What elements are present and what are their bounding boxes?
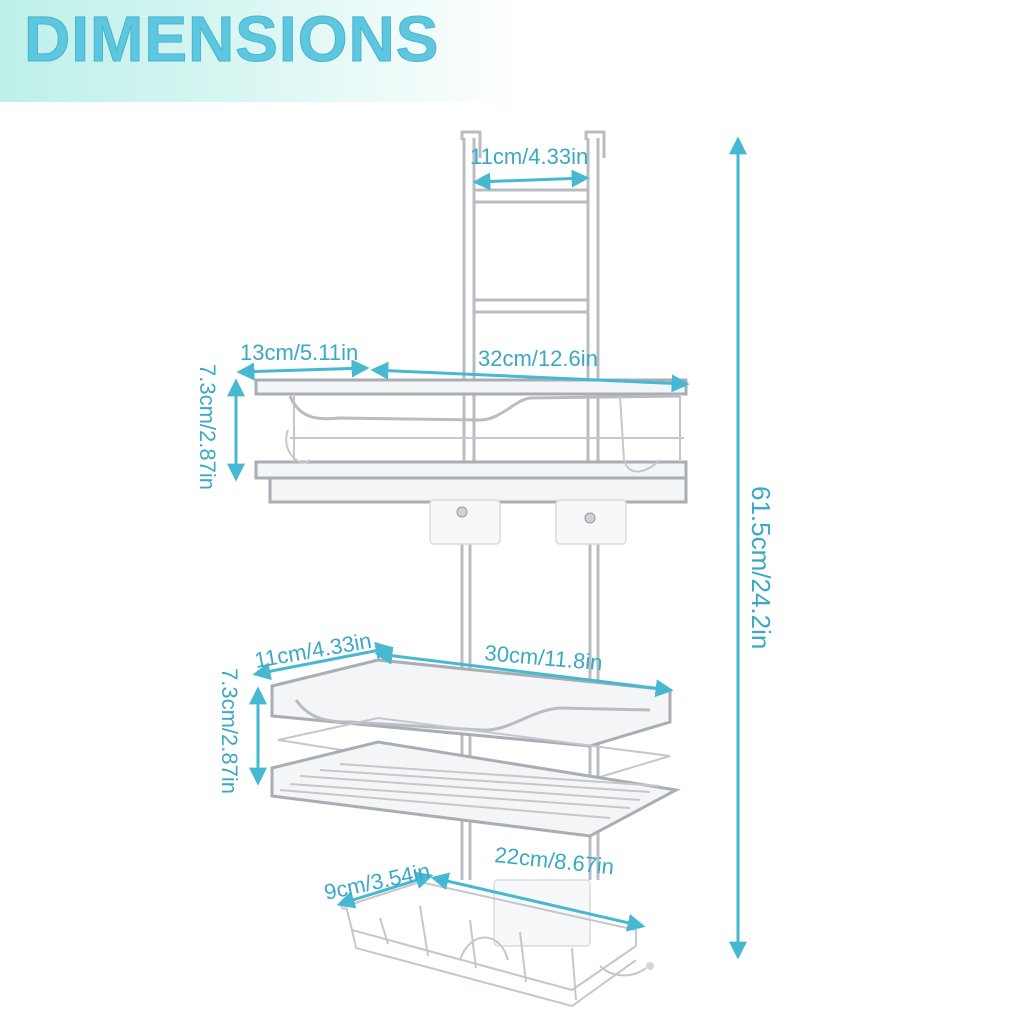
caddy-illustration (254, 130, 688, 1008)
dim-line-shelf1-depth (236, 359, 370, 381)
dim-line-shelf2-width (374, 646, 674, 698)
header-band (0, 0, 520, 102)
label-soap-depth: 9cm/3.54in (322, 858, 432, 905)
adhesive-pad (429, 499, 501, 545)
shelf-top (254, 378, 688, 504)
label-total-height: 61.5cm/24.2in (746, 486, 776, 649)
dim-line-shelf2-depth (252, 641, 394, 681)
dim-line-soap-width (430, 872, 646, 932)
label-top-hook-width: 11cm/4.33in (470, 144, 588, 169)
dim-line-top-hook (472, 169, 590, 191)
label-shelf1-depth: 13cm/5.11in (240, 340, 358, 365)
label-shelf1-height: 7.3cm/2.87in (195, 364, 220, 490)
dim-line-soap-depth (336, 871, 434, 909)
page-title: DIMENSIONS (23, 3, 440, 76)
soap-basket (340, 879, 654, 1008)
label-shelf2-height: 7.3cm/2.87in (217, 668, 242, 794)
dim-line-shelf1-width (370, 361, 690, 393)
shelf-middle (270, 658, 681, 838)
label-shelf1-width: 32cm/12.6in (478, 346, 598, 371)
